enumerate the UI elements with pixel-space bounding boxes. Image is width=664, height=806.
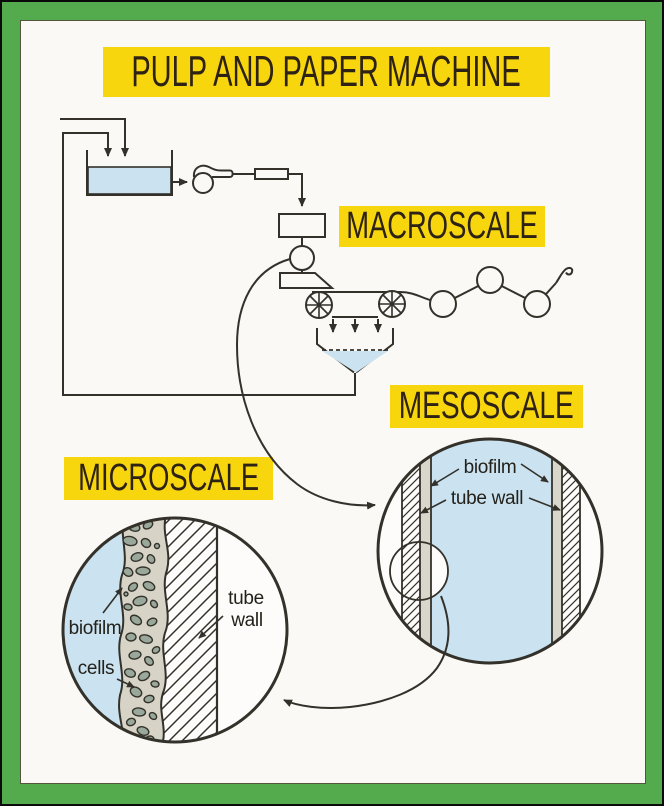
macroscale-banner: MACROSCALE [339, 205, 545, 247]
title-banner: PULP AND PAPER MACHINE [103, 47, 550, 97]
mesoscale-banner: MESOSCALE [390, 385, 583, 428]
mesoscale-label: MESOSCALE [398, 385, 575, 427]
macroscale-label: MACROSCALE [346, 205, 538, 247]
microscale-banner: MICROSCALE [64, 457, 273, 500]
microscale-label: MICROSCALE [78, 457, 259, 499]
page-title: PULP AND PAPER MACHINE [131, 47, 522, 96]
